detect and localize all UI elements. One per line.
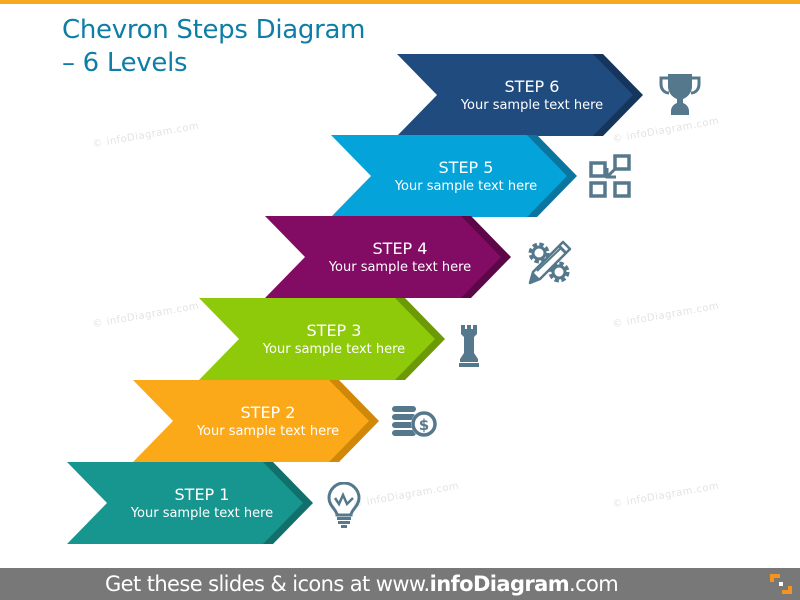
step-label: STEP 3 [306, 320, 362, 340]
lightbulb-icon [320, 481, 368, 530]
chess-rook-icon [445, 322, 493, 370]
page-title: Chevron Steps Diagram – 6 Levels [62, 14, 365, 80]
step-label: STEP 6 [504, 76, 560, 96]
step-description: Your sample text here [328, 259, 472, 275]
step-description: Your sample text here [262, 341, 406, 357]
step-label: STEP 5 [438, 157, 494, 177]
chevron-shape [67, 462, 313, 544]
top-accent-bar [0, 0, 800, 4]
chevron-shape [199, 298, 445, 380]
watermark: © infoDiagram.com [91, 300, 201, 331]
step-3-chevron: STEP 3 Your sample text here [199, 298, 459, 382]
footer-text: Get these slides & icons at www.infoDiag… [105, 571, 619, 597]
coins-dollar-icon: $ [390, 400, 438, 448]
infodiagram-logo-icon [770, 574, 792, 594]
watermark: © infoDiagram.com [91, 120, 201, 151]
step-description: Your sample text here [394, 178, 538, 194]
step-description: Your sample text here [196, 423, 340, 439]
title-line-1: Chevron Steps Diagram [62, 15, 366, 45]
title-line-2: – 6 Levels [62, 48, 188, 78]
chevron-shape [397, 54, 643, 136]
svg-text:$: $ [419, 416, 429, 434]
chevron-shape [331, 135, 577, 217]
watermark: © infoDiagram.com [611, 480, 721, 511]
step-description: Your sample text here [130, 505, 274, 521]
watermark: © infoDiagram.com [351, 480, 461, 511]
footer-prefix: Get these slides & icons at www. [105, 572, 430, 596]
chevron-shape [265, 216, 511, 298]
gear-pencil-icon [525, 238, 573, 286]
step-description: Your sample text here [460, 97, 604, 113]
step-label: STEP 1 [174, 484, 230, 504]
footer-suffix: .com [569, 572, 619, 596]
step-label: STEP 2 [240, 402, 296, 422]
step-1-chevron: STEP 1 Your sample text here [67, 462, 327, 546]
step-4-chevron: STEP 4 Your sample text here [265, 216, 525, 300]
step-label: STEP 4 [372, 238, 428, 258]
trophy-icon [656, 70, 704, 118]
chevron-shape [133, 380, 379, 462]
footer-brand: infoDiagram [429, 572, 570, 596]
grid-arrow-icon [588, 153, 636, 201]
footer-banner: Get these slides & icons at www.infoDiag… [0, 568, 800, 600]
step-2-chevron: STEP 2 Your sample text here [133, 380, 393, 464]
watermark: © infoDiagram.com [611, 300, 721, 331]
step-5-chevron: STEP 5 Your sample text here [331, 135, 591, 219]
step-6-chevron: STEP 6 Your sample text here [397, 54, 657, 138]
